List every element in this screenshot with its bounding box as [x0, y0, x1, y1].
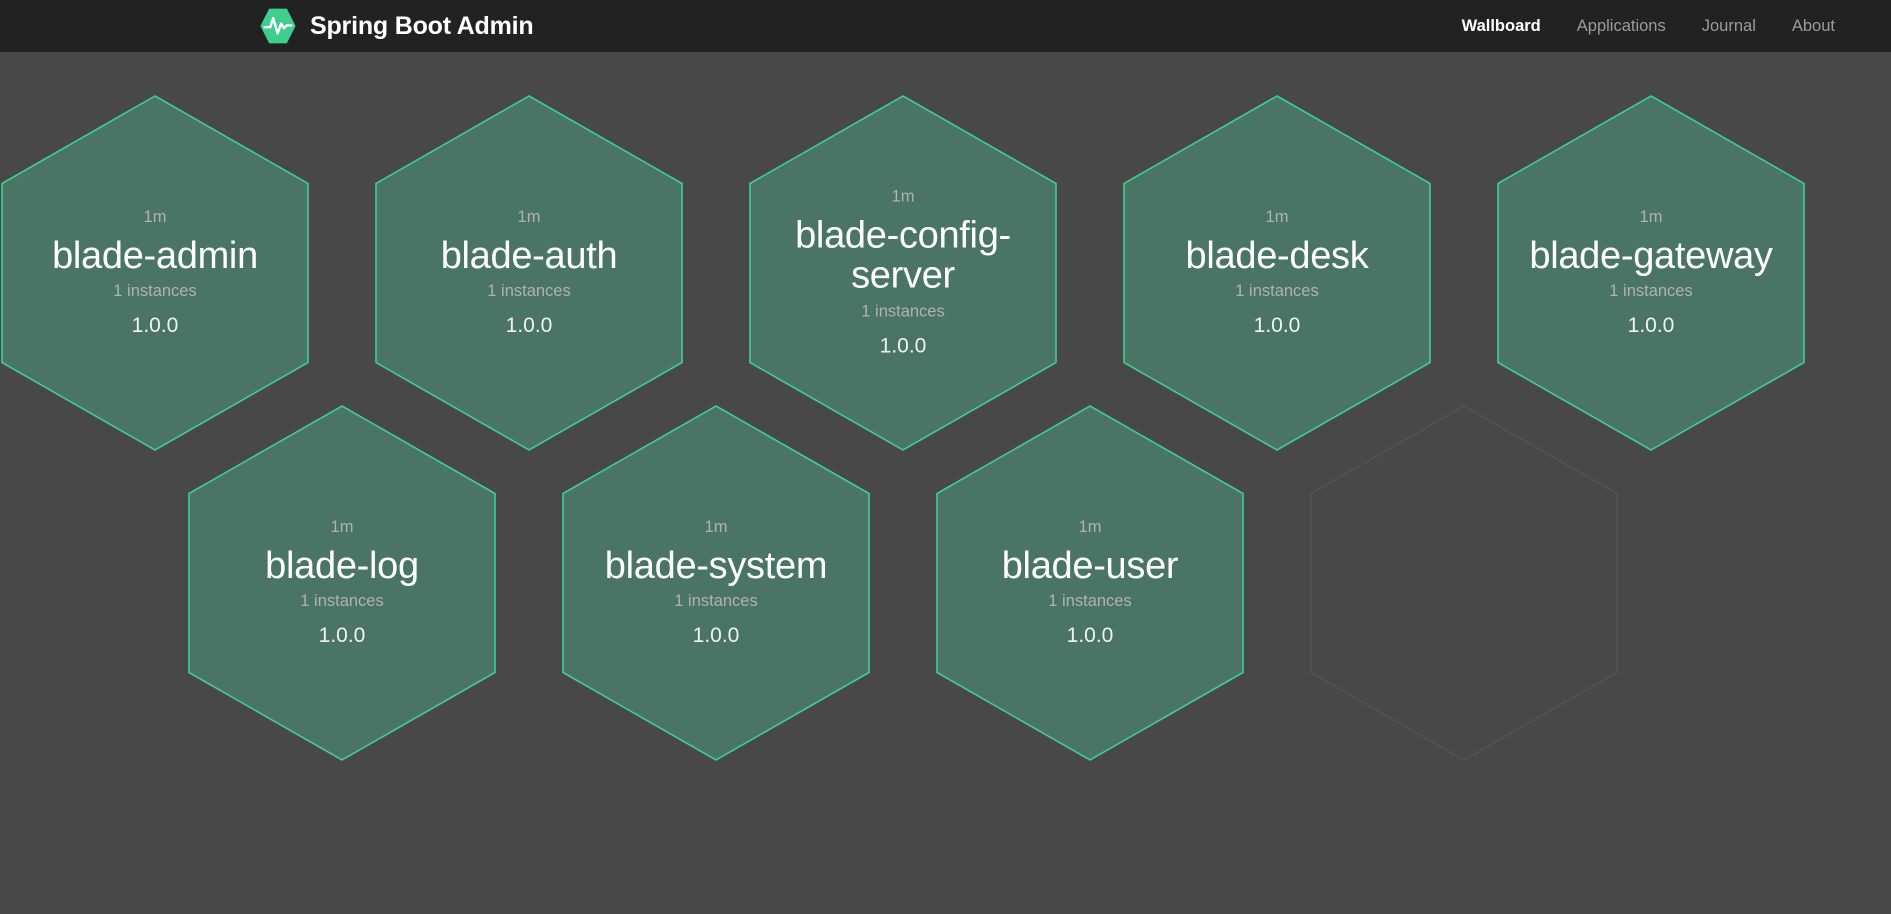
main-nav: Wallboard Applications Journal About	[1444, 0, 1853, 52]
nav-link-journal[interactable]: Journal	[1701, 17, 1756, 35]
application-hexagon-empty	[1309, 404, 1619, 762]
nav-link-wallboard[interactable]: Wallboard	[1461, 17, 1541, 35]
nav-link-applications[interactable]: Applications	[1576, 17, 1666, 35]
app-header: Spring Boot Admin Wallboard Applications…	[0, 0, 1891, 52]
nav-link-about[interactable]: About	[1791, 17, 1835, 35]
pulse-hexagon-icon	[258, 6, 298, 46]
brand-title: Spring Boot Admin	[310, 11, 534, 40]
brand-home-link[interactable]: Spring Boot Admin	[258, 0, 534, 52]
